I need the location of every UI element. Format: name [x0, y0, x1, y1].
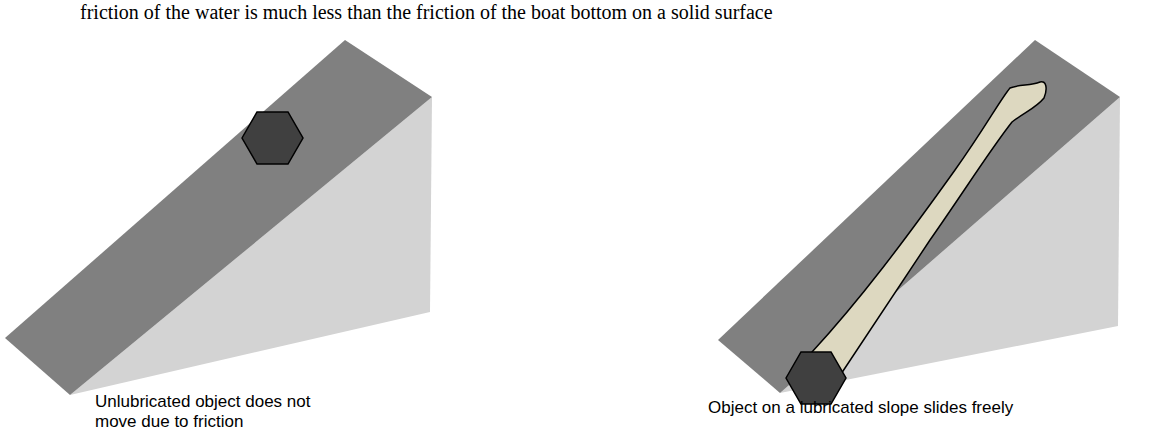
ramp-top: [5, 40, 432, 395]
caption: Unlubricated object does not move due to…: [95, 392, 355, 432]
hexagon-object: [242, 112, 303, 164]
lubricant-smear: [808, 82, 1046, 389]
caption: Object on a lubricated slope slides free…: [708, 398, 1148, 418]
cropped-text: friction of the water is much less than …: [80, 0, 1161, 24]
hexagon-object: [786, 352, 846, 404]
ramp-top: [718, 40, 1120, 393]
